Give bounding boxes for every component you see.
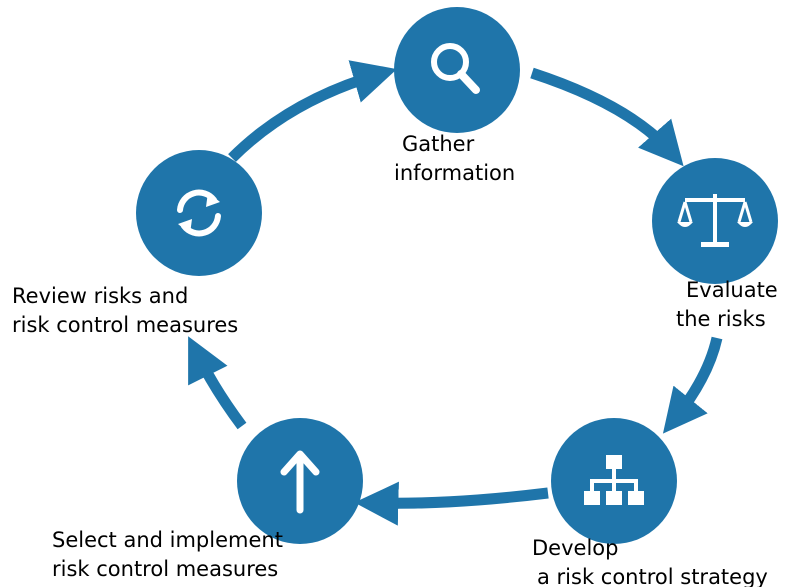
hierarchy-icon <box>584 455 644 505</box>
evaluate-risks-node <box>652 158 778 284</box>
scales-icon <box>677 194 753 247</box>
arrow-select-to-review <box>188 336 247 430</box>
arrow-evaluate-to-develop <box>662 336 723 434</box>
review-risks-node <box>136 150 262 276</box>
develop-strategy-label: Develop a risk control strategy <box>532 536 768 587</box>
arrow-gather-to-evaluate <box>530 67 684 167</box>
refresh-icon <box>177 189 221 237</box>
review-risks-label: Review risks and risk control measures <box>12 284 239 337</box>
evaluate-risks-label: Evaluate the risks <box>676 278 778 331</box>
gather-information-label: Gather information <box>394 132 516 185</box>
arrow-review-to-gather <box>228 60 397 162</box>
select-implement-label: Select and implement risk control measur… <box>52 528 283 581</box>
develop-strategy-node <box>551 418 677 544</box>
gather-information-node <box>394 7 520 133</box>
search-icon <box>431 43 480 94</box>
arrow-up-icon <box>280 450 320 514</box>
select-implement-node <box>237 418 363 544</box>
arrow-develop-to-select <box>354 481 549 526</box>
